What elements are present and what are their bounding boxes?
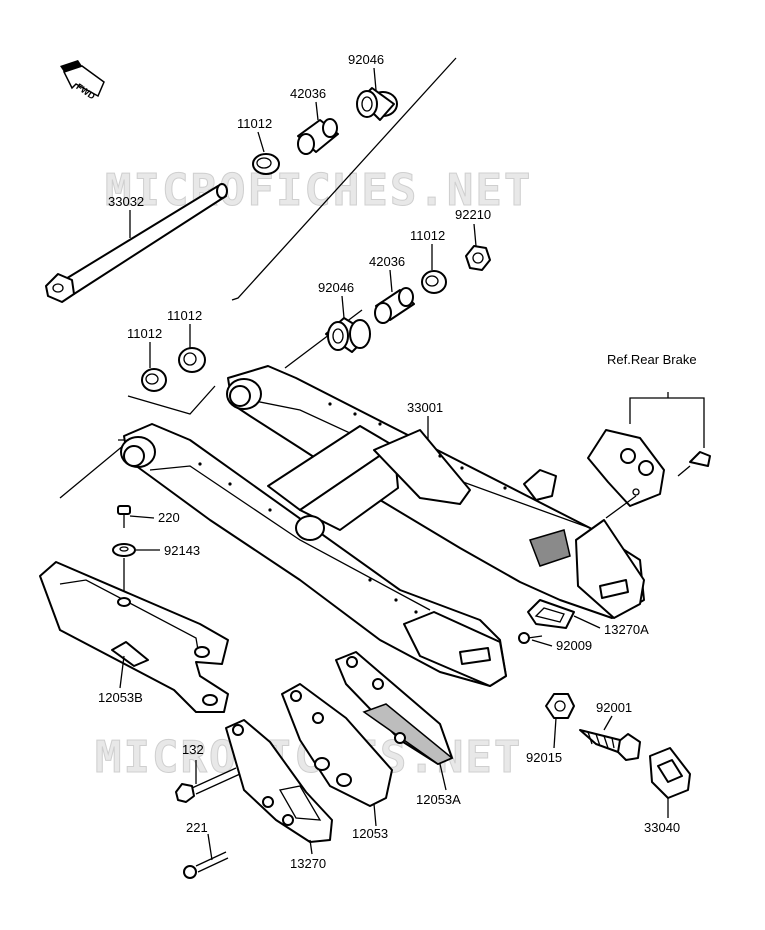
label-92210: 92210 bbox=[455, 207, 491, 222]
label-92046-top: 92046 bbox=[348, 52, 384, 67]
nut-92210 bbox=[465, 245, 491, 271]
label-11012-mid: 11012 bbox=[410, 228, 445, 243]
label-12053A: 12053A bbox=[416, 792, 461, 807]
washer-92143 bbox=[112, 543, 160, 592]
label-42036-mid: 42036 bbox=[369, 254, 405, 269]
rear-brake-bracket bbox=[587, 392, 711, 519]
label-92009: 92009 bbox=[556, 638, 592, 653]
leader-lines bbox=[119, 67, 669, 861]
bolt-132 bbox=[175, 767, 241, 803]
chain-guide-plate-13270 bbox=[225, 719, 333, 843]
screw-92001 bbox=[579, 729, 641, 761]
label-12053: 12053 bbox=[352, 826, 388, 841]
label-11012-left-b: 11012 bbox=[127, 326, 162, 341]
label-220: 220 bbox=[158, 510, 180, 525]
guide-13270A bbox=[527, 599, 601, 629]
watermark-top: MICROFICHES.NET bbox=[105, 165, 532, 216]
pivot-shaft-33032 bbox=[45, 183, 228, 303]
chain-guide-12053 bbox=[281, 683, 393, 807]
seal-11012-mid bbox=[421, 270, 447, 294]
bolt-220 bbox=[117, 505, 155, 528]
bearing-92046-top bbox=[356, 87, 398, 121]
label-33001: 33001 bbox=[407, 400, 443, 415]
label-ref-rear-brake: Ref.Rear Brake bbox=[607, 352, 697, 367]
label-92143: 92143 bbox=[164, 543, 200, 558]
chain-guide-12053A bbox=[335, 651, 454, 765]
label-42036-top: 42036 bbox=[290, 86, 326, 101]
fwd-arrow-icon: FWD bbox=[60, 60, 105, 102]
label-13270A: 13270A bbox=[604, 622, 649, 637]
collar-42036-top bbox=[297, 118, 339, 155]
label-221: 221 bbox=[186, 820, 208, 835]
screw-221 bbox=[183, 851, 229, 879]
label-92001: 92001 bbox=[596, 700, 632, 715]
swingarm-33001 bbox=[120, 365, 645, 687]
clip-33040 bbox=[649, 747, 691, 799]
part-labels: 92046 42036 11012 33032 92210 11012 4203… bbox=[98, 52, 697, 871]
screw-92009 bbox=[518, 632, 553, 647]
label-33032: 33032 bbox=[108, 194, 144, 209]
label-92015: 92015 bbox=[526, 750, 562, 765]
bolt-brake-icon bbox=[677, 451, 711, 477]
seal-11012-left-a bbox=[178, 347, 206, 373]
label-92046-mid: 92046 bbox=[318, 280, 354, 295]
label-33040: 33040 bbox=[644, 820, 680, 835]
seal-11012-left-b bbox=[141, 368, 167, 392]
nut-92015 bbox=[545, 693, 575, 719]
label-132: 132 bbox=[182, 742, 204, 757]
collar-42036-mid bbox=[374, 287, 415, 324]
label-13270: 13270 bbox=[290, 856, 326, 871]
chain-slider-12053B bbox=[39, 561, 229, 713]
label-12053B: 12053B bbox=[98, 690, 143, 705]
label-11012-top: 11012 bbox=[237, 116, 272, 131]
bearing-92046-mid bbox=[325, 317, 371, 353]
label-11012-left-a: 11012 bbox=[167, 308, 202, 323]
seal-11012-top bbox=[252, 153, 280, 175]
